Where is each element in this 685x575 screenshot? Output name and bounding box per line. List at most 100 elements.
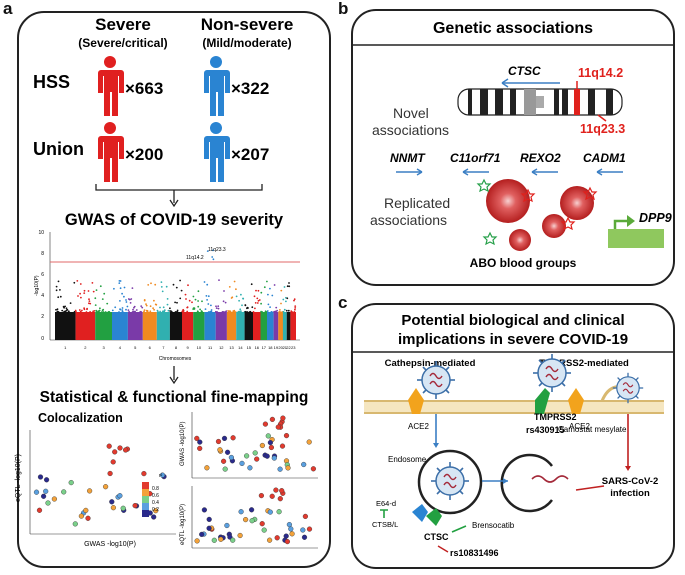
manhattan-point [121,309,124,311]
manhattan-point [160,286,163,288]
manhattan-point [85,311,88,313]
manhattan-chromosome-band [267,312,274,340]
chromosome-tick-label: 6 [149,345,152,350]
manhattan-point [143,299,146,302]
manhattan-point [106,302,109,305]
manhattan-point [206,299,209,301]
manhattan-point [121,310,124,313]
manhattan-point [133,305,136,308]
manhattan-point [211,256,214,258]
manhattan-point [130,298,133,300]
manhattan-point [280,289,283,292]
chromosome-tick-label: 23 [291,345,296,350]
manhattan-point [139,311,142,313]
manhattan-point [61,309,64,312]
manhattan-point [269,287,271,290]
replicated-label-2: associations [370,212,447,228]
camostat-label: Camostat mesylate [558,425,627,434]
manhattan-point [199,308,202,311]
scatter-point [288,526,294,532]
scatter-point [267,509,273,515]
manhattan-point [162,306,165,309]
manhattan-point [282,298,285,301]
manhattan-point [242,297,245,300]
manhattan-point [234,311,237,313]
manhattan-point [146,309,149,312]
chromosome-tick-label: 22 [286,345,291,350]
manhattan-point [192,307,195,309]
ytick: 0 [41,336,44,342]
manhattan-point [145,304,148,307]
manhattan-point [260,310,262,313]
manhattan-point [293,299,295,302]
manhattan-chromosome-band [236,312,245,340]
scatter-point [244,453,250,459]
manhattan-chromosome-band [278,312,283,340]
manhattan-point [186,310,189,313]
manhattan-point [182,308,185,311]
scatter-point [249,507,255,513]
scatter-point [277,496,283,502]
scatter-point [201,507,208,513]
union-nonsevere-count: ×207 [231,145,269,164]
manhattan-point [271,294,274,297]
panel-b-title: Genetic associations [433,20,593,37]
manhattan-chromosome-band [290,312,296,340]
manhattan-point [192,295,195,298]
scatter-point [85,515,91,521]
novel-label-2: associations [372,122,449,138]
scatter-point [277,466,283,472]
manhattan-point [121,307,124,309]
scatter-point [273,487,279,493]
row-label-union: Union [33,139,84,159]
manhattan-point [74,309,77,312]
manhattan-point [275,311,278,313]
manhattan-point [222,300,225,303]
manhattan-point [135,309,138,311]
scatter-point [206,525,212,531]
manhattan-point [239,308,242,311]
manhattan-point [159,306,161,309]
manhattan-point [197,300,200,302]
scatter-point [310,466,317,472]
manhattan-point [225,310,228,312]
scatter-point [120,505,126,511]
manhattan-point [163,310,166,313]
manhattan-point [79,283,82,285]
manhattan-point [294,307,297,309]
manhattan-point [197,290,200,293]
manhattan-point [81,309,83,312]
manhattan-point [184,293,187,296]
manhattan-chromosome-band [169,312,182,340]
manhattan-point [194,298,197,301]
manhattan-point [56,310,59,313]
chromosome-tick-label: 17 [262,345,267,350]
scatter-point [215,438,222,445]
band-11q23-3: 11q23.3 [580,122,625,136]
manhattan-point [279,311,282,313]
manhattan-point [235,288,237,291]
manhattan-point [73,310,76,313]
scatter-point [117,445,123,451]
manhattan-point [191,301,193,304]
manhattan-point [266,280,268,283]
manhattan-point [89,302,92,305]
manhattan-point [241,304,243,307]
manhattan-chromosome-band [112,312,128,340]
manhattan-point [132,311,135,313]
manhattan-point [111,309,114,312]
manhattan-point [161,290,164,293]
manhattan-chromosome-band [182,312,194,340]
manhattan-chromosome-band [156,312,170,340]
manhattan-point [171,311,173,313]
coloc-xlabel: GWAS -log10(P) [84,541,136,548]
scatter-point [230,435,236,441]
manhattan-point [75,311,77,313]
panel-a: Severe (Severe/critical) Non-severe (Mil… [15,11,331,568]
manhattan-point [172,283,175,286]
scatter-point [276,509,282,515]
manhattan-point [240,310,242,313]
ctsc-label: CTSC [424,532,449,542]
scatter-point [117,493,123,499]
scatter-point [280,415,286,421]
